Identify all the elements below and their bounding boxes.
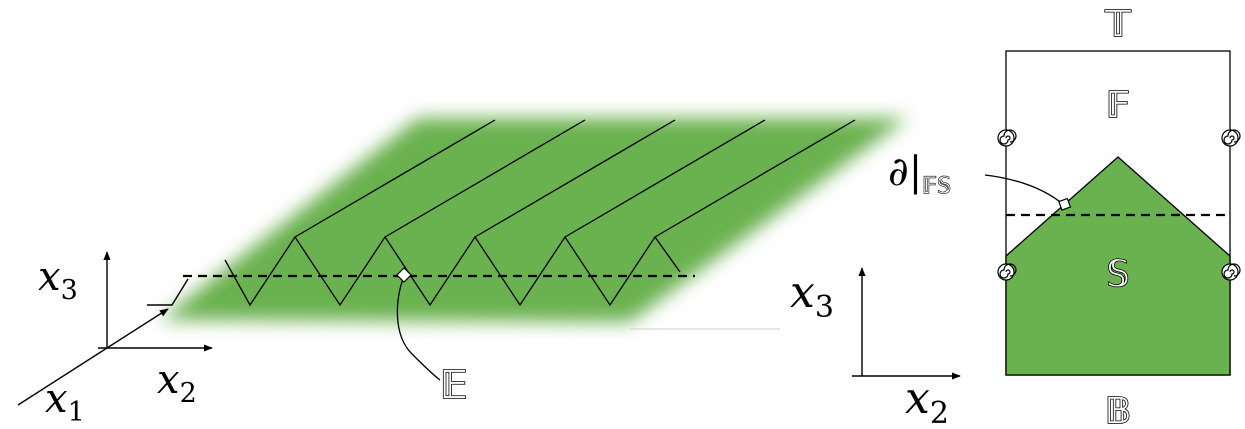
boundary-leader-line	[984, 174, 1065, 206]
solid-slab	[160, 118, 908, 322]
solid-region	[1005, 156, 1231, 376]
spiral-icon	[1221, 263, 1241, 281]
fluid-label: 𝔽	[1106, 85, 1130, 126]
x1-axis-line	[17, 347, 108, 406]
periodic-spirals	[997, 129, 1241, 281]
boundary-marker	[1058, 197, 1072, 211]
boundary-label: ∂|𝔽𝕊	[888, 149, 951, 199]
ridge-line	[384, 119, 586, 238]
ridge-line	[564, 119, 766, 238]
solid-label: 𝕊	[1107, 254, 1130, 295]
spiral-icon	[997, 129, 1017, 147]
left-panel: x3 x2 x1 𝔼	[17, 118, 908, 428]
ridge-lines	[294, 119, 856, 238]
spiral-icon	[997, 263, 1017, 281]
x3-axis-label: x3	[38, 254, 78, 306]
x3-axis-label-2d: x3	[790, 267, 834, 325]
top-label: 𝕋	[1104, 4, 1131, 45]
interface-marker	[396, 267, 412, 283]
x2-axis-label: x2	[157, 357, 197, 409]
bottom-label: 𝔹	[1105, 391, 1131, 429]
x1-axis-arrow	[106, 308, 169, 349]
ridge-line	[654, 119, 856, 238]
slab-edge-step	[147, 278, 189, 306]
interface-leader-line	[396, 275, 441, 381]
corrugation-zigzag	[224, 235, 681, 307]
right-panel: 𝕋 𝔽 𝕊 𝔹 ∂|𝔽𝕊 x3 x2	[790, 3, 1241, 429]
spiral-icon	[1221, 129, 1241, 147]
interface-label: 𝔼	[440, 363, 468, 407]
ridge-line	[294, 119, 496, 238]
x1-axis-label: x1	[45, 376, 85, 428]
ridge-line	[474, 119, 676, 238]
x2-axis-label-2d: x2	[905, 373, 949, 429]
